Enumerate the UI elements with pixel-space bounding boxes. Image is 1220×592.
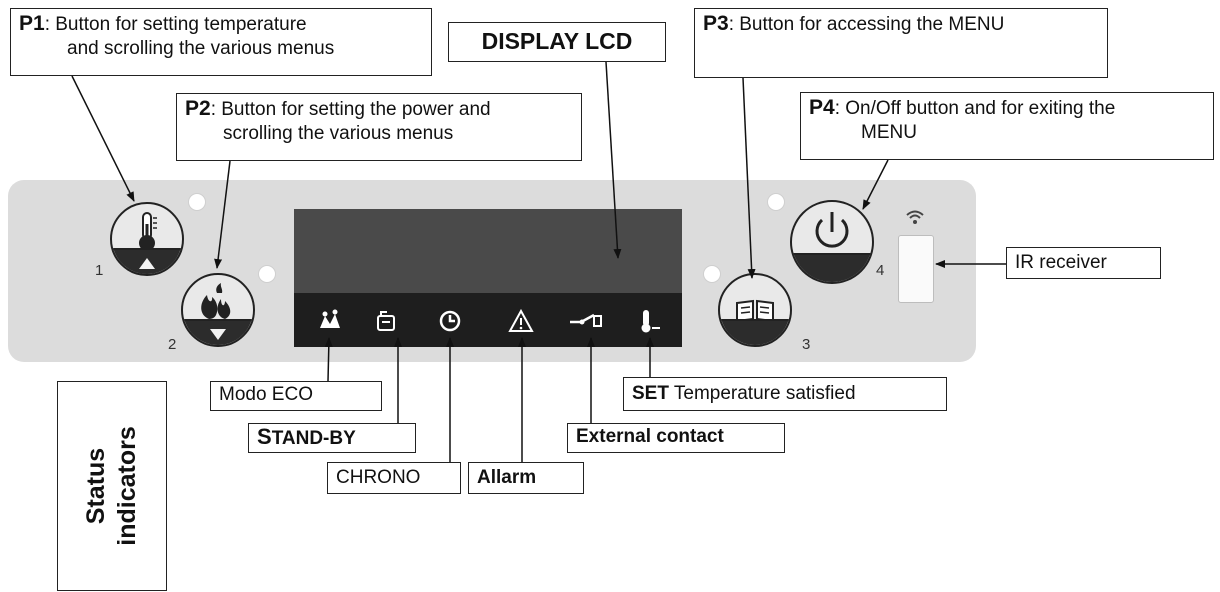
led-indicator-2 xyxy=(258,265,276,283)
led-indicator-4 xyxy=(767,193,785,211)
alarm-warning-icon xyxy=(508,308,534,332)
chrono-label: CHRONO xyxy=(327,462,461,494)
standby-icon xyxy=(377,311,395,331)
p3-text: : Button for accessing the MENU xyxy=(728,14,1005,35)
p1-temperature-button[interactable] xyxy=(110,202,184,276)
button-number-4: 4 xyxy=(876,262,885,279)
external-contact-icon xyxy=(570,313,602,327)
stand-by-label: STAND-BY xyxy=(248,423,416,453)
button-number-2: 2 xyxy=(168,336,177,353)
p2-text-line2: scrolling the various menus xyxy=(223,123,454,144)
set-temperature-satisfied-label: SET Temperature satisfied xyxy=(623,377,947,411)
chrono-clock-icon xyxy=(439,310,461,332)
p2-callout: P2: Button for setting the power and scr… xyxy=(176,93,582,161)
display-lcd-callout: DISPLAY LCD xyxy=(448,22,666,62)
p3-callout: P3: Button for accessing the MENU xyxy=(694,8,1108,78)
modo-eco-label: Modo ECO xyxy=(210,381,382,411)
p3-key: P3 xyxy=(703,12,729,35)
eco-mode-icon xyxy=(320,309,340,328)
power-icon xyxy=(815,212,849,248)
led-indicator-3 xyxy=(703,265,721,283)
up-arrow-icon xyxy=(139,258,155,269)
p4-on-off-button[interactable] xyxy=(790,200,874,284)
button-number-1: 1 xyxy=(95,262,104,279)
set-temperature-icon xyxy=(641,310,660,333)
external-contact-label: External contact xyxy=(567,423,785,453)
allarm-label: Allarm xyxy=(468,462,584,494)
ir-receiver-label: IR receiver xyxy=(1006,247,1161,279)
p4-text-line2: MENU xyxy=(861,122,917,143)
p4-key: P4 xyxy=(809,96,835,119)
p1-key: P1 xyxy=(19,12,45,35)
p1-callout: P1: Button for setting temperature and s… xyxy=(10,8,432,76)
p2-power-button[interactable] xyxy=(181,273,255,347)
flame-icon xyxy=(201,283,231,319)
ir-receiver-window xyxy=(898,235,934,303)
p1-arrow xyxy=(71,75,135,202)
book-icon xyxy=(736,299,774,323)
p2-key: P2 xyxy=(185,97,211,120)
p2-arrow xyxy=(214,160,231,269)
led-indicator-1 xyxy=(188,193,206,211)
display-lcd-label: DISPLAY LCD xyxy=(481,28,633,54)
p3-arrow xyxy=(742,77,756,279)
wifi-signal-icon xyxy=(906,210,924,224)
status-indicator-strip xyxy=(294,293,682,347)
p4-arrow xyxy=(862,159,889,210)
p1-text-line2: and scrolling the various menus xyxy=(67,38,335,59)
button-number-3: 3 xyxy=(802,336,811,353)
p4-text-line1: : On/Off button and for exiting the xyxy=(834,98,1116,119)
down-arrow-icon xyxy=(210,329,226,340)
status-indicators-box xyxy=(57,381,167,591)
display-lcd-arrow xyxy=(605,61,622,259)
p1-text-line1: : Button for setting temperature xyxy=(44,14,307,35)
modo-eco-arrow xyxy=(324,337,333,382)
p3-menu-button[interactable] xyxy=(718,273,792,347)
p2-text-line1: : Button for setting the power and xyxy=(210,99,491,120)
p4-callout: P4: On/Off button and for exiting the ME… xyxy=(800,92,1214,160)
